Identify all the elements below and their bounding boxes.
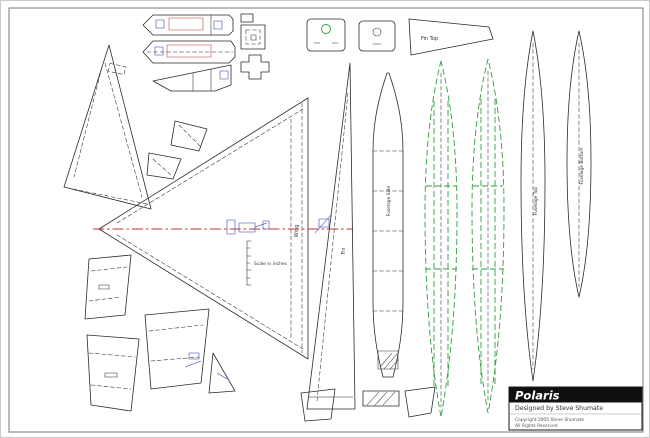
wing-template: Scale in inches Wing xyxy=(93,97,353,360)
firewall-former-2 xyxy=(358,20,396,52)
fin-side-template: Fin xyxy=(306,62,356,410)
scale-ruler: Scale in inches xyxy=(246,240,288,286)
foam-part-template-2 xyxy=(471,58,505,414)
square-former-template xyxy=(240,13,266,50)
scale-note: Scale in inches xyxy=(254,261,288,267)
plan-title: Polaris xyxy=(515,389,560,403)
small-triangle-template xyxy=(208,352,236,394)
firewall-former-1 xyxy=(306,18,346,52)
fuselage-top-label: Fuselage Top xyxy=(533,187,539,215)
motor-mount-detail xyxy=(226,219,270,235)
wing-label: Wing xyxy=(294,225,300,238)
hatch-detail xyxy=(377,350,399,370)
drawing-frame xyxy=(8,7,644,433)
fin-top-template: Fin Top xyxy=(408,18,494,56)
small-part-trapezoid-1 xyxy=(300,388,336,422)
plan-copyright-1: Copyright 2005 Steve Shumate xyxy=(515,417,584,423)
nose-top-template-1 xyxy=(142,14,234,36)
small-fin-template-1 xyxy=(170,120,208,152)
fuselage-bottom-label: Fuselage Bottom xyxy=(579,148,585,185)
fuselage-side-template: Fuselage Side xyxy=(372,72,404,378)
fuselage-side-label: Fuselage Side xyxy=(386,186,392,217)
side-panel-template-1 xyxy=(84,254,132,320)
side-panel-template-2 xyxy=(86,334,140,412)
fin-label: Fin xyxy=(341,247,347,254)
cross-former-template xyxy=(240,54,270,80)
side-panel-template-3 xyxy=(144,308,210,390)
small-part-trapezoid-2 xyxy=(404,386,436,418)
nose-top-template-2 xyxy=(142,40,236,64)
canopy-side-template xyxy=(152,64,232,92)
small-part-hatched xyxy=(362,390,400,407)
fuselage-top-template: Fuselage Top xyxy=(520,30,546,382)
fin-top-label: Fin Top xyxy=(421,36,438,42)
foam-part-template-1 xyxy=(424,60,458,418)
plan-copyright-2: All Rights Reserved xyxy=(515,423,558,429)
title-block: Polaris Designed by Steve Shumate Copyri… xyxy=(508,386,643,431)
fuselage-bottom-template: Fuselage Bottom xyxy=(566,30,592,298)
plan-designer: Designed by Steve Shumate xyxy=(515,405,603,412)
small-fin-template-2 xyxy=(146,152,182,180)
left-fin-template xyxy=(63,44,152,210)
